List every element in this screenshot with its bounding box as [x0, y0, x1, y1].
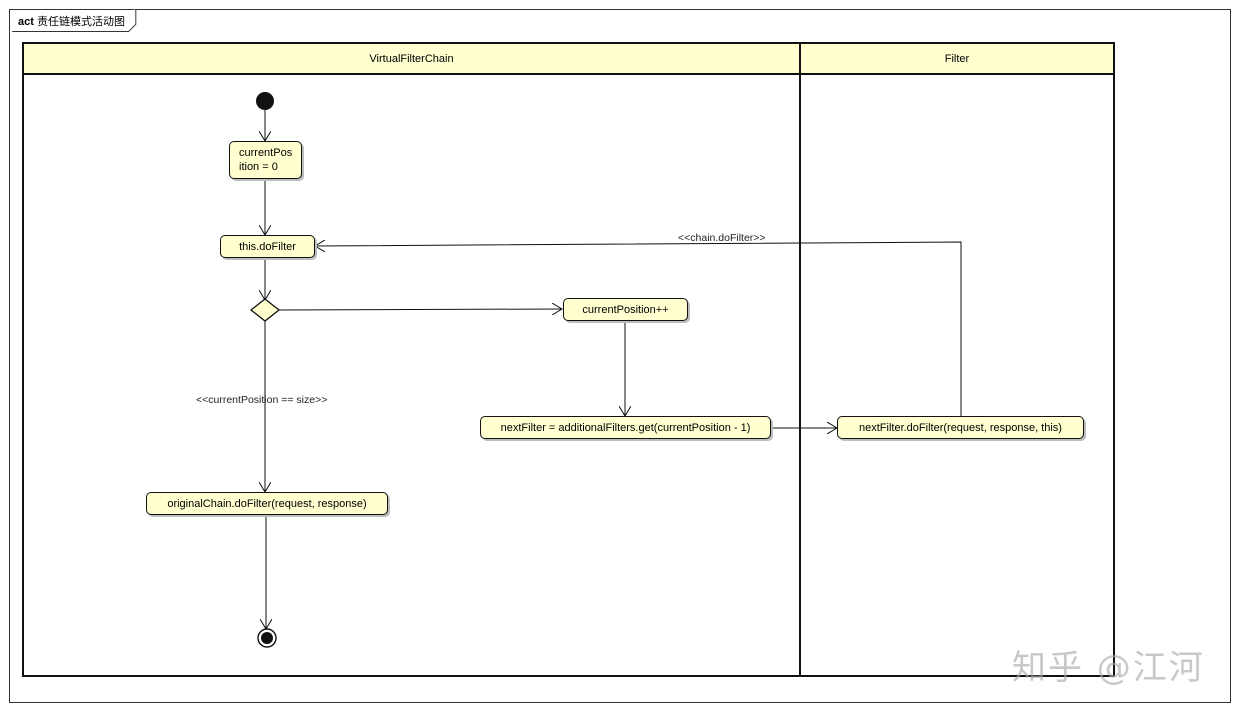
watermark: 知乎 @江河 — [1012, 648, 1205, 688]
frame-tab — [12, 9, 137, 32]
lane-header-virtual-filter-chain: VirtualFilterChain — [22, 42, 801, 75]
action-next-filter-do-filter: nextFilter.doFilter(request, response, t… — [837, 416, 1084, 439]
lane-name: VirtualFilterChain — [369, 52, 454, 65]
action-text: currentPosition++ — [582, 303, 669, 316]
decision-node — [249, 298, 281, 322]
action-increment-position: currentPosition++ — [563, 298, 688, 321]
guard-chain-do-filter: <<chain.doFilter>> — [678, 232, 766, 244]
action-text-line: currentPos — [239, 147, 293, 159]
final-node-core — [261, 632, 273, 644]
action-text: nextFilter.doFilter(request, response, t… — [859, 421, 1062, 434]
action-text-line: ition = 0 — [239, 161, 278, 173]
lane-body-filter — [799, 75, 1115, 677]
frame-title: act 责任链模式活动图 — [18, 13, 125, 29]
action-init-position: currentPos ition = 0 — [229, 141, 302, 179]
frame-name: 责任链模式活动图 — [36, 16, 125, 28]
action-text: originalChain.doFilter(request, response… — [167, 497, 367, 510]
action-original-chain-do-filter: originalChain.doFilter(request, response… — [146, 492, 388, 515]
action-next-filter-get: nextFilter = additionalFilters.get(curre… — [480, 416, 771, 439]
action-this-do-filter: this.doFilter — [220, 235, 315, 258]
lane-header-filter: Filter — [799, 42, 1115, 75]
action-text: this.doFilter — [239, 240, 296, 253]
diagram-frame — [9, 9, 1231, 703]
flow-chain-do-filter-loop — [315, 242, 962, 416]
initial-node — [256, 92, 274, 110]
lane-name: Filter — [944, 52, 970, 65]
guard-position-equals-size: <<currentPosition == size>> — [196, 394, 328, 406]
flow-decision-to-increment — [278, 309, 562, 310]
action-text: nextFilter = additionalFilters.get(curre… — [500, 421, 751, 434]
frame-keyword: act — [18, 16, 34, 28]
